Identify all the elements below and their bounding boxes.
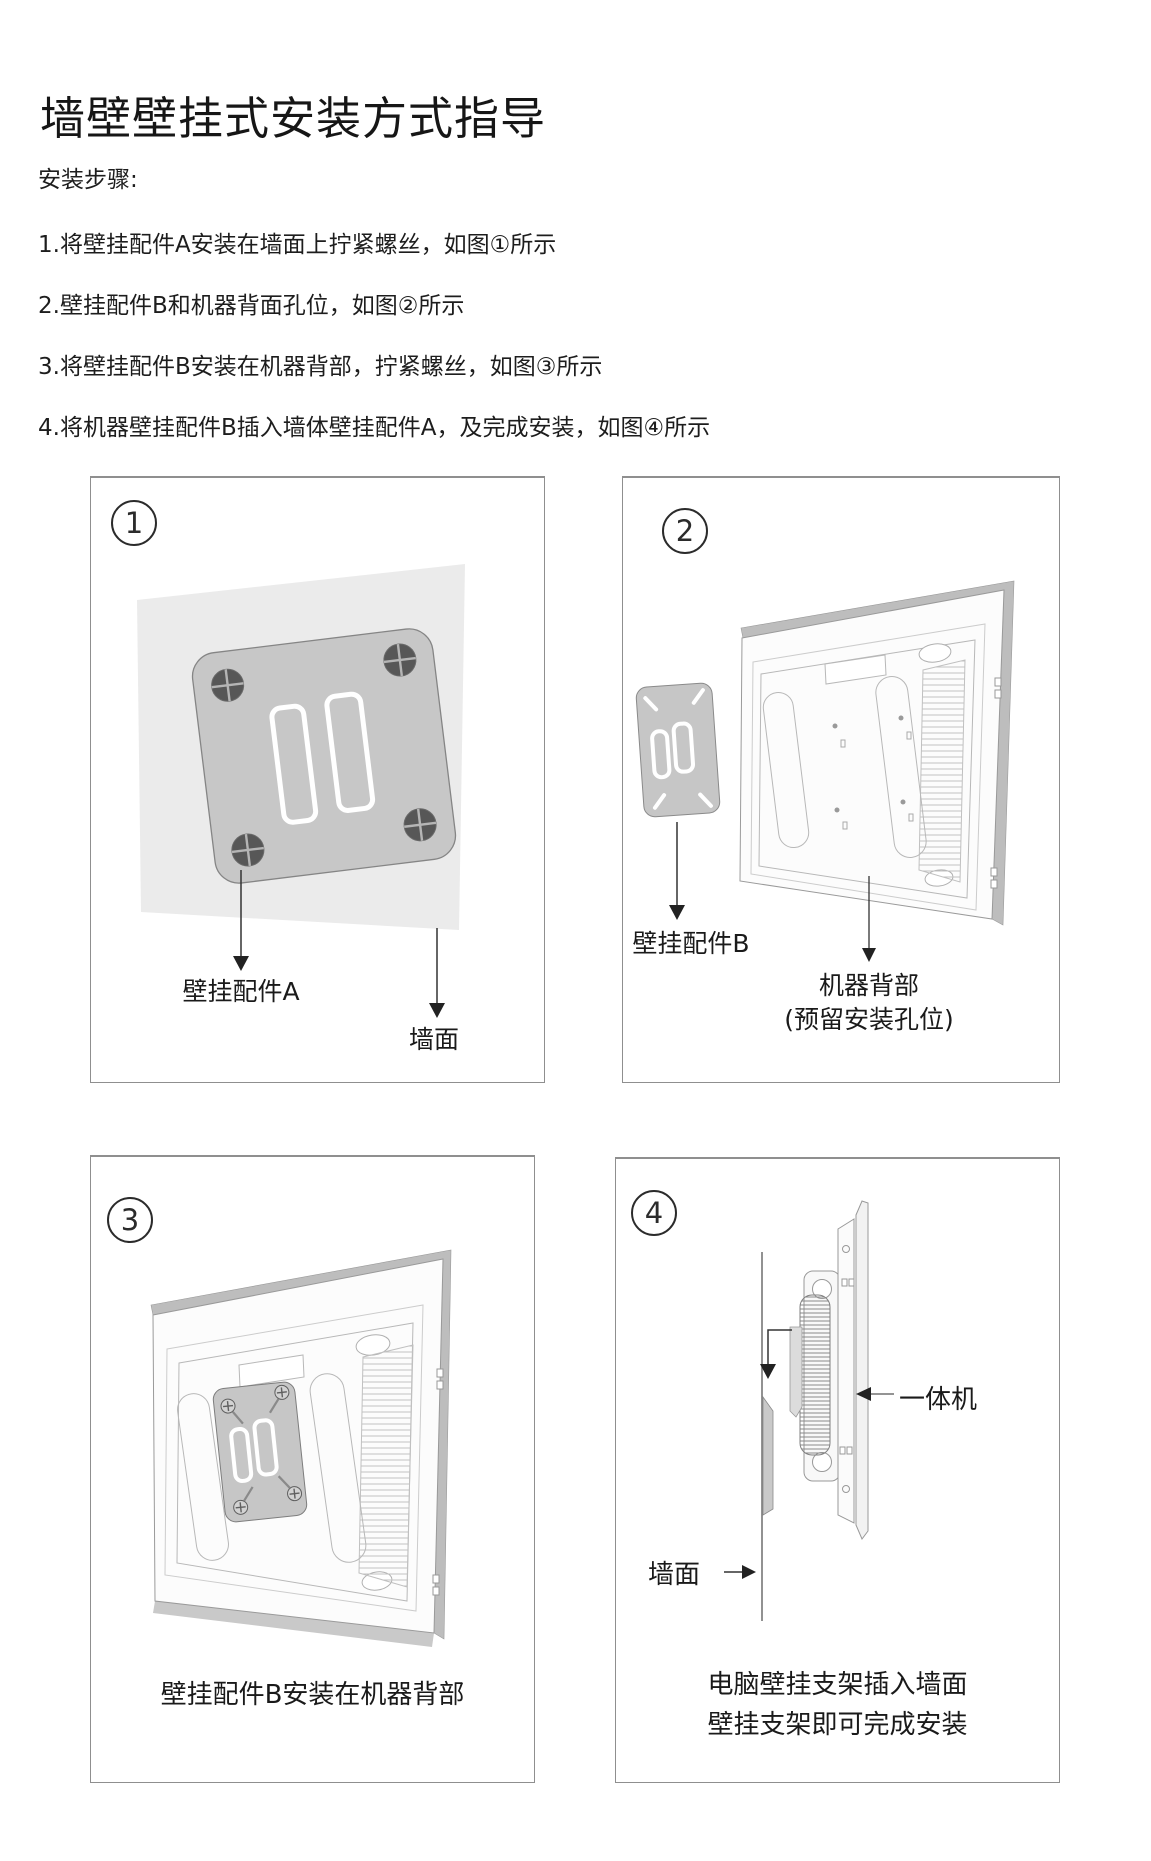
arrow-right-wall-icon (724, 1565, 756, 1579)
machine-handle-left (762, 691, 810, 849)
steps-heading: 安装步骤: (38, 167, 138, 193)
bracket-b-mounted-shape (212, 1381, 308, 1523)
label-wall: 墙面 (409, 1025, 460, 1054)
bracket-b-slot-left (229, 1426, 254, 1483)
figure-3-number-badge: 3 (107, 1197, 153, 1243)
machine-boss-top (918, 643, 952, 663)
figure-1-drawing-wall-bracket-a (137, 564, 465, 1018)
arrow-down-machine-back-icon (862, 876, 876, 962)
figure-2-number: 2 (675, 514, 695, 548)
steps-section: 安装步骤: 1.将壁挂配件A安装在墙面上拧紧螺丝，如图①所示 2.壁挂配件B和机… (38, 160, 710, 469)
machine-vent-grille (918, 659, 966, 883)
screw-bottom-right-icon (403, 808, 437, 842)
figure-4-number-badge: 4 (631, 1190, 677, 1236)
step-2: 2.壁挂配件B和机器背面孔位，如图②所示 (38, 293, 465, 319)
figure-4-panel: 4 (615, 1157, 1060, 1783)
machine-label-plate (824, 654, 887, 685)
step-3: 3.将壁挂配件B安装在机器背部，拧紧螺丝，如图③所示 (38, 354, 603, 380)
bracket-a-side-shape (762, 1395, 774, 1516)
bracket-a-shape (191, 628, 457, 884)
figure-1-number: 1 (124, 506, 144, 540)
arrow-down-wall-icon (429, 928, 445, 1018)
label-bracket-a: 壁挂配件A (182, 977, 300, 1006)
mount-vent-side (799, 1294, 831, 1456)
mount-screw-bottom-left-icon (233, 1486, 254, 1515)
bracket-a-slot-right (324, 691, 376, 813)
figure-4-caption-line-2: 壁挂支架即可完成安装 (707, 1710, 968, 1740)
step-1: 1.将壁挂配件A安装在墙面上拧紧螺丝，如图①所示 (38, 232, 557, 258)
machine-back-cover-side (837, 1218, 855, 1524)
screw-top-left-icon (211, 668, 245, 702)
figure-1-number-badge: 1 (111, 500, 157, 546)
figure-2-number-badge: 2 (662, 508, 708, 554)
mount-screw-top-left-icon (220, 1398, 244, 1425)
machine-handle-left (177, 1393, 229, 1561)
bracket-b-slot-right (252, 1418, 279, 1477)
machine-handle-right (309, 1373, 367, 1563)
figure-3-caption: 壁挂配件B安装在机器背部 (160, 1680, 465, 1710)
label-wall: 墙面 (648, 1560, 701, 1590)
bracket-b-slot-right (671, 721, 696, 774)
mount-screw-bottom-right-icon (277, 1475, 303, 1502)
arrow-left-machine-icon (856, 1387, 894, 1401)
figure-4-drawing-side-view (724, 1200, 894, 1621)
bracket-b-shape (635, 682, 721, 818)
bracket-b-hook-tab (789, 1326, 803, 1418)
bracket-b-slot-left (650, 729, 672, 780)
screw-bottom-left-icon (231, 833, 265, 867)
machine-vent-grille (358, 1344, 414, 1588)
machine-bezel-side (855, 1200, 869, 1540)
label-all-in-one: 一体机 (899, 1385, 978, 1415)
mount-screw-top-right-icon (269, 1384, 290, 1414)
step-4: 4.将机器壁挂配件B插入墙体壁挂配件A，及完成安装，如图④所示 (38, 415, 711, 441)
arrow-insert-down-icon (760, 1329, 792, 1379)
figure-3-drawing-bracket-on-machine (150, 1249, 452, 1647)
figure-3-number: 3 (120, 1203, 140, 1237)
label-bracket-b: 壁挂配件B (632, 929, 750, 958)
figure-2-drawing-bracket-b-and-machine (635, 580, 1015, 962)
screw-top-right-icon (383, 643, 417, 677)
machine-handle-right (875, 676, 927, 858)
machine-back-shape (739, 580, 1015, 926)
figure-2-panel: 2 (622, 476, 1060, 1083)
figure-1-panel: 1 (90, 476, 545, 1083)
label-machine-back-note: (预留安装孔位) (784, 1005, 954, 1034)
machine-label-plate (238, 1354, 305, 1388)
page-title: 墙壁壁挂式安装方式指导 (40, 92, 547, 146)
figure-3-panel: 3 (90, 1155, 535, 1783)
machine-side-shape (789, 1200, 869, 1540)
arrow-down-bracket-b-icon (669, 822, 685, 920)
label-machine-back: 机器背部 (818, 971, 919, 1000)
figure-4-caption-line-1: 电脑壁挂支架插入墙面 (707, 1670, 968, 1700)
arrow-down-bracket-a-icon (233, 870, 249, 971)
figure-4-number: 4 (644, 1196, 664, 1230)
bracket-a-slot-left (269, 703, 319, 825)
